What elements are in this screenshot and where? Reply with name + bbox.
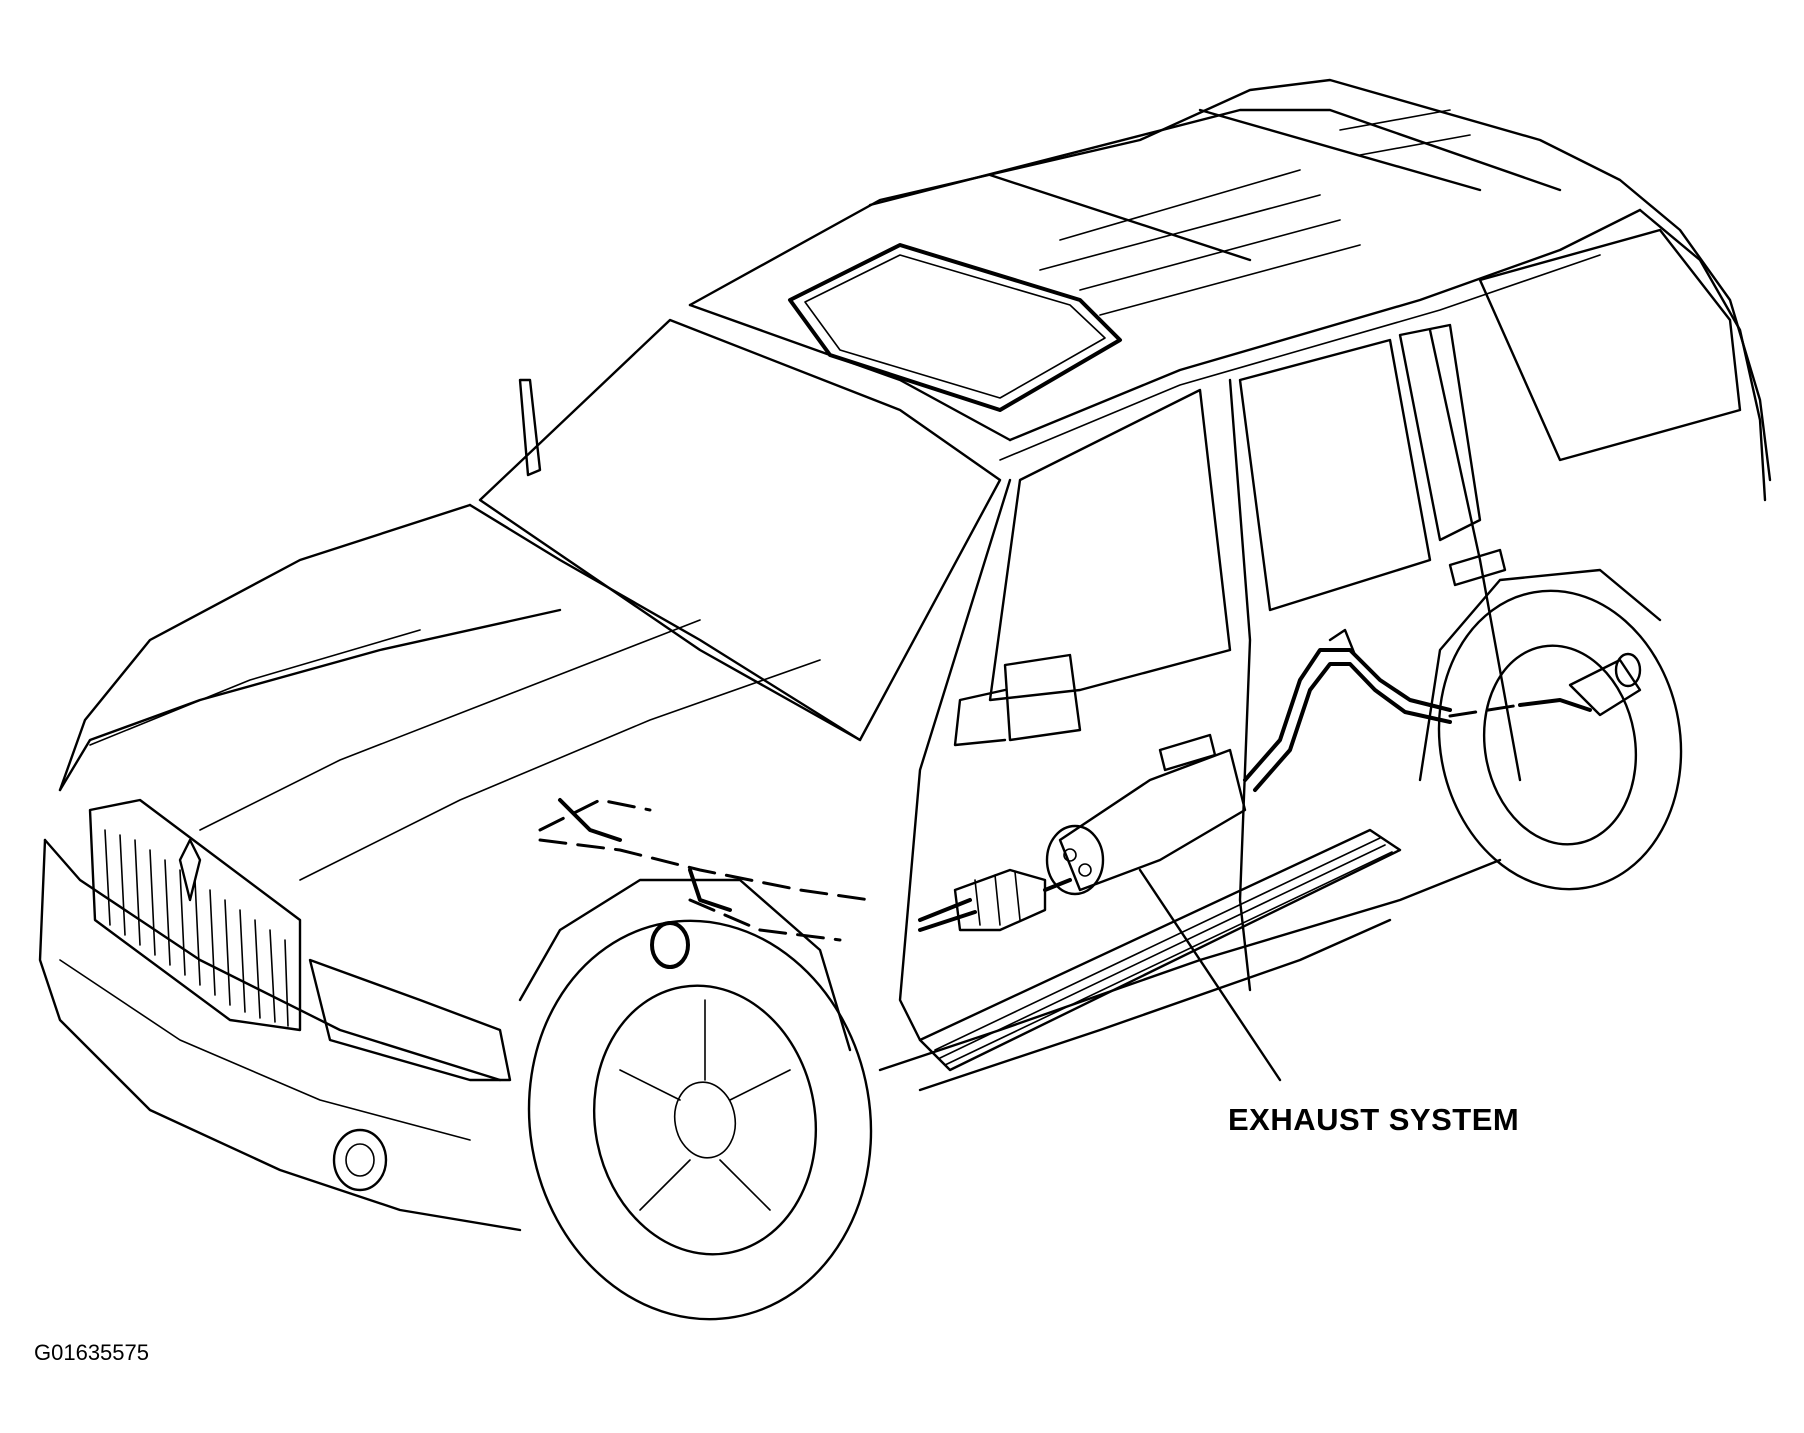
rear-wheel — [1418, 568, 1683, 891]
grille — [88, 798, 302, 1032]
antenna — [518, 378, 542, 477]
figure-id: G01635575 — [34, 1340, 149, 1365]
exhaust-system — [538, 628, 1642, 969]
front-wheel — [518, 878, 873, 1321]
windows — [478, 228, 1742, 742]
roof-rack — [868, 108, 1562, 316]
sunroof — [788, 243, 1122, 412]
exhaust-system-label: EXHAUST SYSTEM — [1228, 1102, 1520, 1137]
callout-leader-line — [1138, 868, 1282, 1082]
vehicle-body-outline — [38, 78, 1772, 1232]
running-board — [918, 828, 1402, 1072]
